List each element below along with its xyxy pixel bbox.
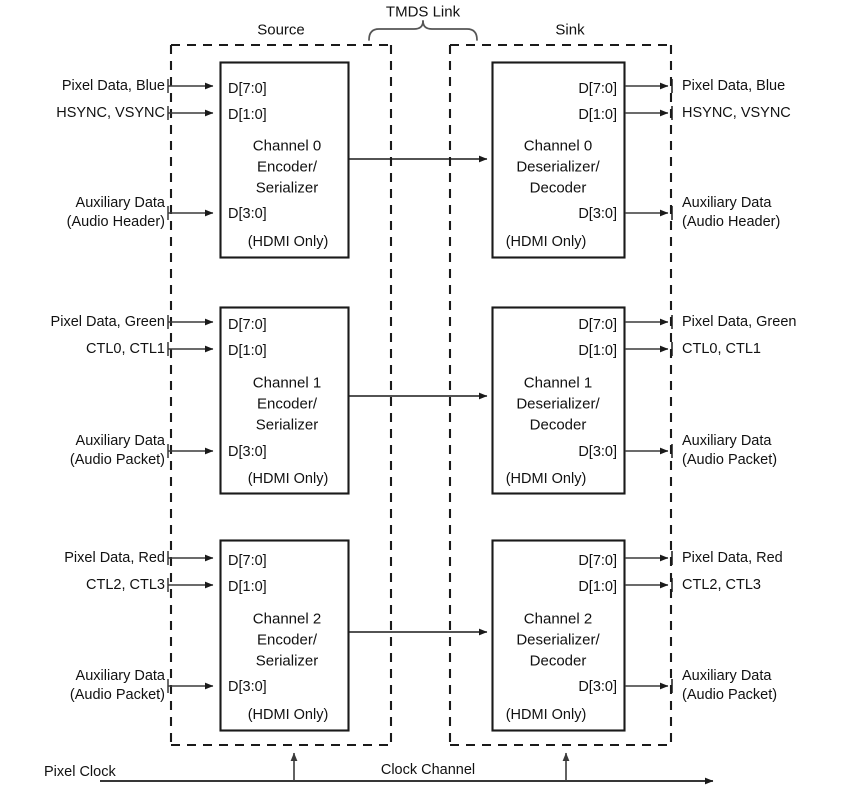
channel-2-input-label-1: CTL2, CTL3 [86, 576, 165, 593]
channel-0-input-arrow-1 [167, 106, 213, 120]
channel-0-input-arrow-2 [167, 206, 213, 220]
channel-1-source-pin-0: D[7:0] [228, 316, 267, 333]
channel-1-input-arrow-0 [167, 315, 213, 329]
channel-2-source-title-line3: Serializer [255, 652, 319, 670]
channel-1-source-title-line2: Encoder/ [256, 395, 318, 413]
channel-0-input-label-1: HSYNC, VSYNC [56, 104, 165, 121]
channel-0-source-title-line3: Serializer [255, 179, 319, 197]
channel-2-output-label-2-line1: Auxiliary Data [682, 667, 772, 684]
source-title: Source [257, 21, 305, 39]
channel-2-source-hdmi-only: (HDMI Only) [247, 706, 329, 723]
channel-0-source-pin-1: D[1:0] [228, 106, 267, 123]
channel-2-source-title-line1: Channel 2 [252, 610, 322, 628]
channel-2-sink-hdmi-only: (HDMI Only) [505, 706, 587, 723]
channel-0-output-label-1: HSYNC, VSYNC [682, 104, 791, 121]
channel-1-sink-pin-2: D[3:0] [578, 443, 617, 460]
channel-2-output-label-2-line2: (Audio Packet) [682, 686, 778, 703]
sink-title: Sink [555, 21, 585, 39]
channel-1-source-hdmi-only: (HDMI Only) [247, 470, 329, 487]
channel-0-input-label-2-line1: Auxiliary Data [75, 194, 165, 211]
channel-0-sink-title-line3: Decoder [529, 179, 587, 197]
channel-2-source-pin-1: D[1:0] [228, 578, 267, 595]
channel-0-input-label-0: Pixel Data, Blue [61, 77, 165, 94]
channel-1-input-label-0: Pixel Data, Green [50, 313, 165, 330]
channel-1-source-pin-2: D[3:0] [228, 443, 267, 460]
channel-2-source-pin-0: D[7:0] [228, 552, 267, 569]
channel-2-input-label-2-line1: Auxiliary Data [75, 667, 165, 684]
channel-2-source-title-line2: Encoder/ [256, 631, 318, 649]
channel-2-sink-title-line3: Decoder [529, 652, 587, 670]
channel-1-input-label-2-line1: Auxiliary Data [75, 432, 165, 449]
channel-0-sink-pin-1: D[1:0] [578, 106, 617, 123]
channel-1-sink-title-line3: Decoder [529, 416, 587, 434]
channel-2-sink-pin-1: D[1:0] [578, 578, 617, 595]
channel-0-source-title-line2: Encoder/ [256, 158, 318, 176]
channel-2-input-arrow-1 [167, 578, 213, 592]
channel-2-input-label-0: Pixel Data, Red [64, 549, 165, 566]
channel-1-sink-hdmi-only: (HDMI Only) [505, 470, 587, 487]
pixel-clock-label: Pixel Clock [44, 763, 116, 780]
channel-0-source-pin-0: D[7:0] [228, 80, 267, 97]
channel-1-sink-title-line2: Deserializer/ [516, 395, 600, 413]
clock-channel-label: Clock Channel [380, 761, 476, 778]
channel-2-sink-pin-0: D[7:0] [578, 552, 617, 569]
channel-0-input-arrow-0 [167, 79, 213, 93]
channel-1-sink-pin-1: D[1:0] [578, 342, 617, 359]
channel-2-output-label-1: CTL2, CTL3 [682, 576, 761, 593]
channel-2-sink-title-line2: Deserializer/ [516, 631, 600, 649]
channel-1-input-label-1: CTL0, CTL1 [86, 340, 165, 357]
channel-1-sink-pin-0: D[7:0] [578, 316, 617, 333]
channel-0-sink-title-line1: Channel 0 [523, 137, 593, 155]
channel-0-source-hdmi-only: (HDMI Only) [247, 233, 329, 250]
channel-1-output-label-1: CTL0, CTL1 [682, 340, 761, 357]
channel-1-output-label-0: Pixel Data, Green [682, 313, 797, 330]
channel-0-output-label-0: Pixel Data, Blue [682, 77, 786, 94]
channel-0-output-label-2-line1: Auxiliary Data [682, 194, 772, 211]
channel-1-output-label-2-line2: (Audio Packet) [682, 451, 778, 468]
channel-2-input-arrow-0 [167, 551, 213, 565]
channel-2-sink-title-line1: Channel 2 [523, 610, 593, 628]
tmds-link-brace [368, 20, 478, 41]
channel-1-input-arrow-1 [167, 342, 213, 356]
channel-0-sink-title-line2: Deserializer/ [516, 158, 600, 176]
channel-2-sink-pin-2: D[3:0] [578, 678, 617, 695]
channel-0-sink-pin-2: D[3:0] [578, 205, 617, 222]
channel-0-input-label-2-line2: (Audio Header) [66, 213, 165, 230]
channel-2-source-pin-2: D[3:0] [228, 678, 267, 695]
channel-0-source-pin-2: D[3:0] [228, 205, 267, 222]
channel-1-source-title-line1: Channel 1 [252, 374, 322, 392]
channel-1-input-arrow-2 [167, 444, 213, 458]
channel-2-output-label-0: Pixel Data, Red [682, 549, 783, 566]
tmds-link-title: TMDS Link [385, 3, 461, 21]
channel-2-input-arrow-2 [167, 679, 213, 693]
channel-0-sink-pin-0: D[7:0] [578, 80, 617, 97]
channel-1-output-label-2-line1: Auxiliary Data [682, 432, 772, 449]
channel-1-input-label-2-line2: (Audio Packet) [69, 451, 165, 468]
channel-1-source-pin-1: D[1:0] [228, 342, 267, 359]
channel-0-output-label-2-line2: (Audio Header) [682, 213, 781, 230]
channel-0-sink-hdmi-only: (HDMI Only) [505, 233, 587, 250]
channel-1-source-title-line3: Serializer [255, 416, 319, 434]
channel-2-input-label-2-line2: (Audio Packet) [69, 686, 165, 703]
channel-0-source-title-line1: Channel 0 [252, 137, 322, 155]
channel-1-sink-title-line1: Channel 1 [523, 374, 593, 392]
